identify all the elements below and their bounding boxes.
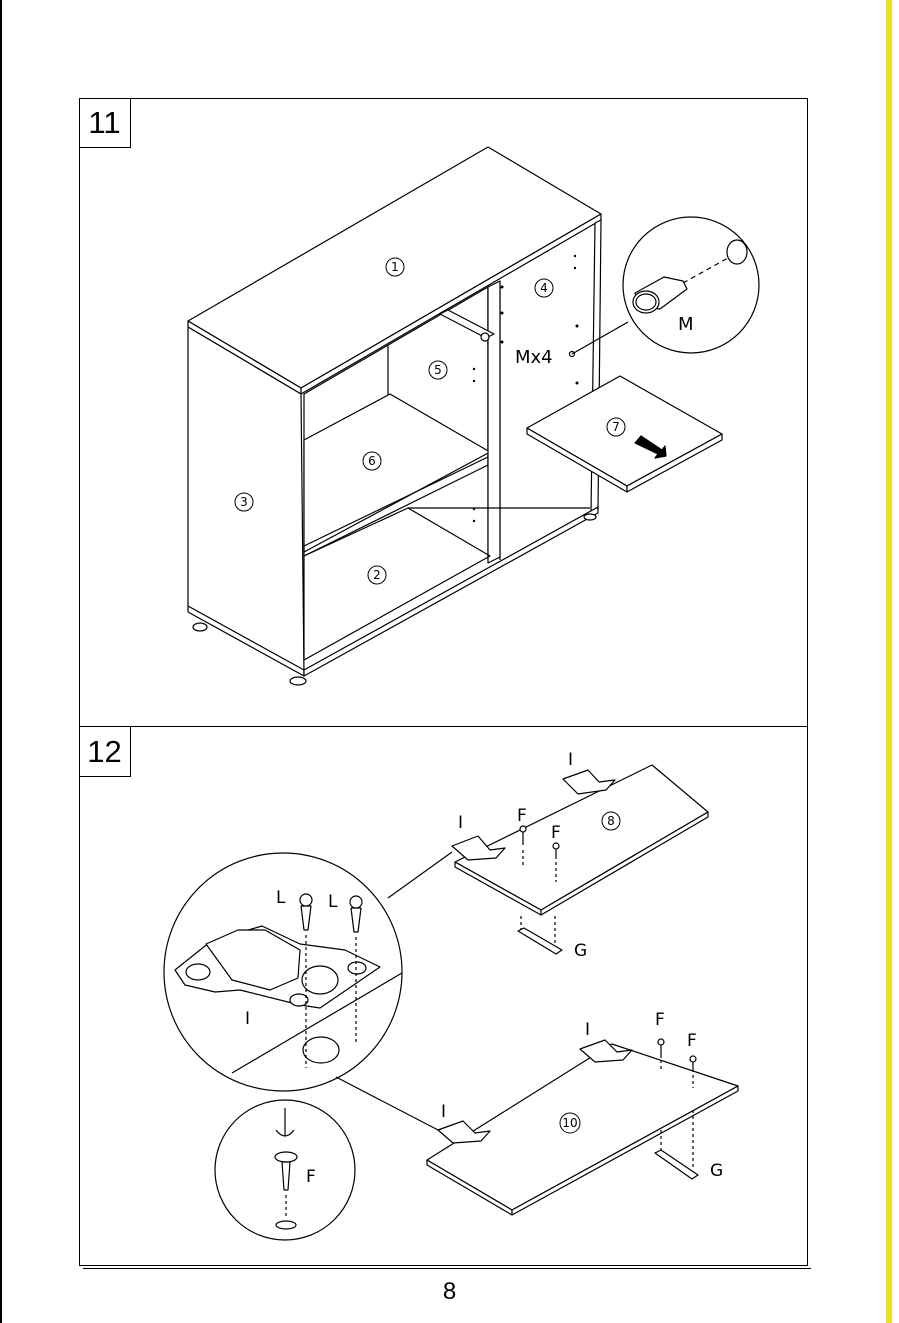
detail-circle-screw-F xyxy=(215,1100,355,1240)
part-2-label: 2 xyxy=(373,568,381,582)
hinge-I-label-5: I xyxy=(441,1102,446,1122)
part-5-label: 5 xyxy=(434,363,442,377)
page-number: 8 xyxy=(0,1278,899,1306)
footer-rule xyxy=(83,1268,811,1269)
door-10-drawing xyxy=(427,1039,738,1215)
screw-L-label-1: L xyxy=(276,888,286,908)
shelf-7-drawing xyxy=(527,376,722,492)
screw-F-label-5: F xyxy=(306,1167,316,1187)
hinge-I-label-4: I xyxy=(585,1020,590,1040)
screw-F-label-3: F xyxy=(655,1010,665,1030)
hardware-M-label: M xyxy=(678,314,694,335)
screw-F-label-1: F xyxy=(517,806,527,826)
hinge-I-label-2: I xyxy=(458,813,463,833)
hardware-qty-label: Mx4 xyxy=(515,347,553,368)
part-10-label: 10 xyxy=(562,1116,577,1130)
hinge-I-label-1: I xyxy=(568,750,573,770)
strip-G-label-1: G xyxy=(574,941,587,961)
part-4-label: 4 xyxy=(540,281,548,295)
door-8-drawing xyxy=(452,765,708,954)
part-3-label: 3 xyxy=(240,495,248,509)
screw-L-label-2: L xyxy=(328,892,338,912)
part-8-label: 8 xyxy=(607,814,615,828)
strip-G-label-2: G xyxy=(710,1161,723,1181)
part-1-label: 1 xyxy=(391,260,399,274)
detail-circle-hinge xyxy=(164,852,452,1130)
part-6-label: 6 xyxy=(368,454,376,468)
hinge-I-label-3: I xyxy=(245,1009,250,1029)
screw-F-label-4: F xyxy=(687,1031,697,1051)
cabinet-drawing xyxy=(188,147,601,685)
screw-F-label-2: F xyxy=(551,823,561,843)
part-7-label: 7 xyxy=(612,420,620,434)
